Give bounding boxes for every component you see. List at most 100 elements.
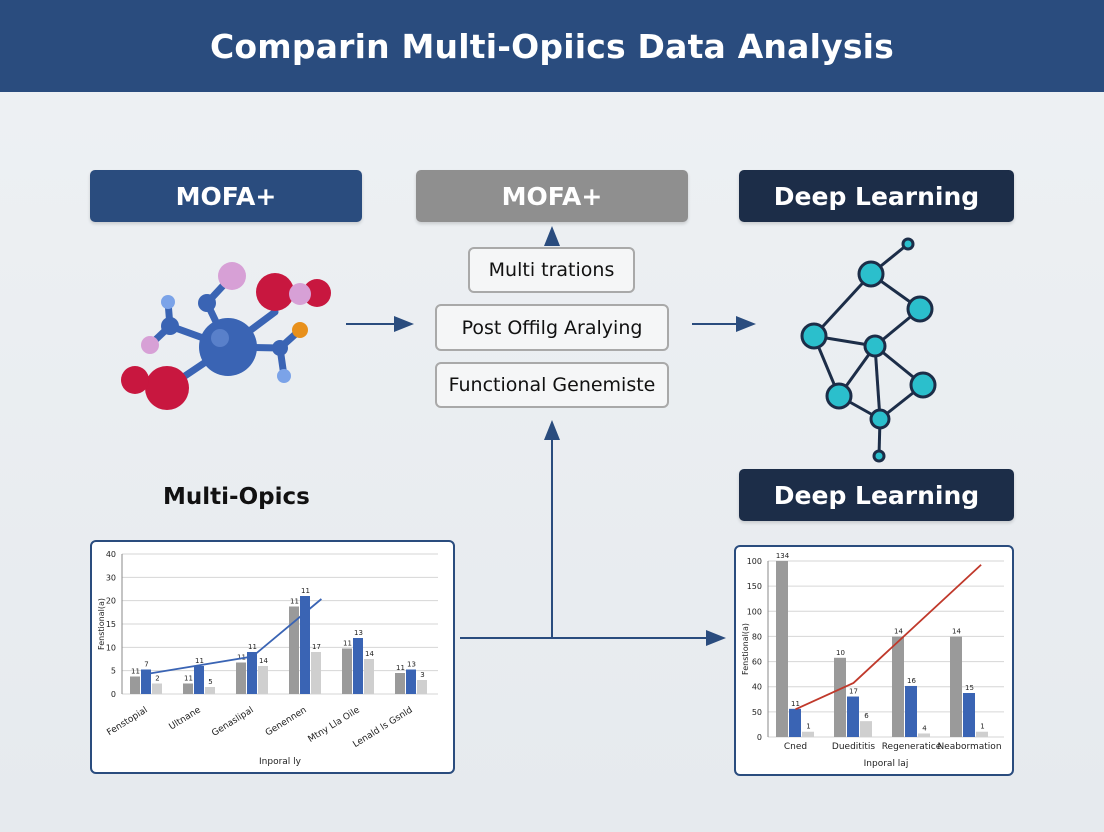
trend-line [146,598,322,675]
bar [905,685,917,737]
bar-data-label: 7 [144,661,148,669]
bar [205,687,215,694]
bar-data-label: 11 [290,598,299,606]
bar-data-label: 11 [195,657,204,665]
bar-data-label: 13 [407,661,416,669]
y-tick-label: 50 [752,708,762,717]
x-axis-label: Inporal ly [259,757,302,767]
neural-network-icon [800,237,937,463]
x-tick-label: Neabormation [937,742,1001,752]
y-tick-label: 20 [106,597,116,606]
y-tick-label: 0 [111,690,116,699]
bar-data-label: 4 [922,724,927,732]
y-tick-label: 0 [757,733,762,742]
y-tick-label: 150 [747,582,762,591]
y-tick-label: 60 [752,658,762,667]
bar-data-label: 17 [312,643,321,651]
step-box-1[interactable]: Multi trations [468,247,635,293]
x-tick-label: Regeneratice [882,742,942,752]
bar [194,666,204,694]
bar [353,638,363,694]
bar [364,659,374,694]
x-axis-label: Inporal laj [864,759,909,769]
bar [406,669,416,694]
y-tick-label: 5 [111,667,116,676]
bar [395,673,405,694]
bar [247,652,257,694]
bar-data-label: 5 [208,678,212,686]
bar [918,733,930,737]
bar [776,561,788,737]
molecule-icon [121,262,331,410]
bar [152,683,162,694]
x-tick-label: Fenstopial [105,705,149,738]
deep-learning-bottom-box[interactable]: Deep Learning [739,469,1014,521]
bar-data-label: 11 [248,643,257,651]
bar [236,662,246,694]
y-tick-label: 100 [747,557,762,566]
x-tick-label: Genennen [264,705,309,738]
bar [834,657,846,737]
y-tick-label: 40 [106,550,116,559]
bar-data-label: 11 [131,668,140,676]
bar-data-label: 2 [155,675,159,683]
multi-omics-label: Multi-Opics [163,484,310,510]
left-bar-chart: 0510152030401172Fenstopial11115Ultnane11… [97,550,438,767]
bar-data-label: 6 [864,712,869,720]
bar-data-label: 14 [365,650,374,658]
x-tick-label: Genaslipal [210,705,255,738]
bar [289,606,299,694]
mofa-left-box[interactable]: MOFA+ [90,170,362,222]
bar-data-label: 11 [791,700,800,708]
mofa-center-box[interactable]: MOFA+ [416,170,688,222]
bar-data-label: 13 [354,629,363,637]
bar [950,636,962,737]
bar [860,721,872,737]
bar [963,693,975,737]
y-axis-label: Fenstional(a) [97,598,106,650]
bar-data-label: 14 [894,628,903,636]
y-tick-label: 100 [747,607,762,616]
bar-data-label: 15 [965,684,974,692]
bar [892,636,904,737]
y-tick-label: 30 [106,573,116,582]
deep-learning-top-box[interactable]: Deep Learning [739,170,1014,222]
bar-data-label: 14 [952,628,961,636]
bar [130,676,140,694]
bar-data-label: 134 [776,552,790,560]
right-bar-chart: 050406080100150100134111Cned10176Duediti… [741,552,1004,769]
bar-data-label: 3 [420,671,424,679]
y-tick-label: 40 [752,683,762,692]
x-tick-label: Cned [784,742,807,752]
bar [258,666,268,694]
bar-data-label: 10 [836,649,845,657]
bar [141,669,151,694]
y-tick-label: 80 [752,632,762,641]
bar-data-label: 17 [849,688,858,696]
bar [976,731,988,737]
bar [802,731,814,737]
bar-data-label: 14 [259,657,268,665]
bar-data-label: 11 [396,664,405,672]
page-title: Comparin Multi-Opiics Data Analysis [209,26,895,66]
y-tick-label: 10 [106,643,116,652]
bar-data-label: 1 [980,723,984,731]
bar-data-label: 11 [343,640,352,648]
bar-data-label: 11 [301,587,310,595]
bar [300,596,310,694]
bar-data-label: 1 [806,723,810,731]
x-tick-label: Duedititis [832,742,875,752]
y-tick-label: 15 [106,620,116,629]
step-box-3[interactable]: Functional Genemiste [435,362,669,408]
bar [417,680,427,694]
bar [342,648,352,694]
step-box-2[interactable]: Post Offilg Aralying [435,304,669,351]
bar [183,683,193,694]
bar-data-label: 11 [184,675,193,683]
x-tick-label: Lenald ls Gsnld [351,705,414,750]
bar-data-label: 16 [907,677,916,685]
x-tick-label: Ultnane [168,705,203,732]
